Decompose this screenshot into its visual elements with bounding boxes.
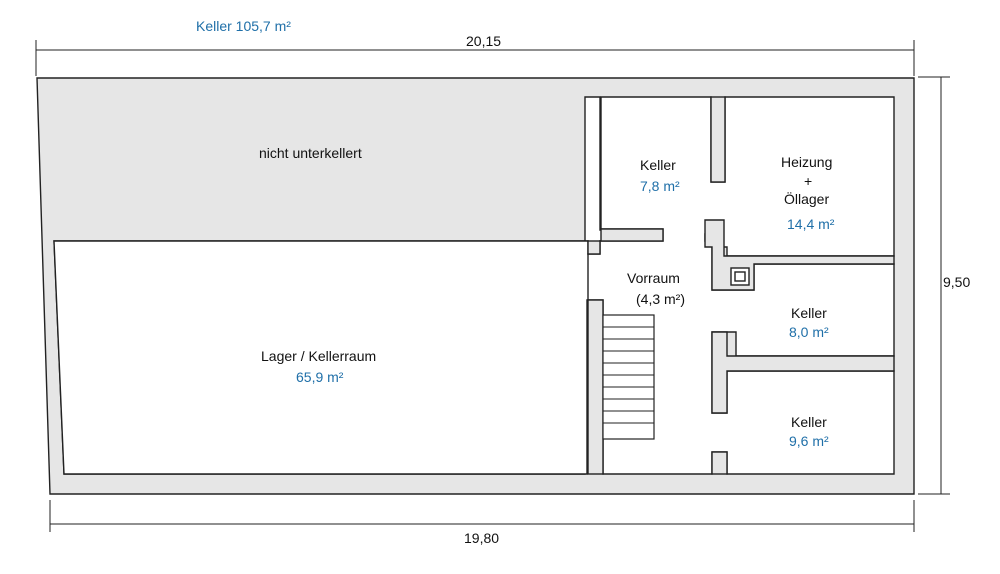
- plan-title: Keller 105,7 m²: [196, 18, 291, 34]
- cellar-mid-area: 8,0 m²: [789, 324, 829, 340]
- heating-area: 14,4 m²: [787, 216, 835, 232]
- storage-label: Lager / Kellerraum: [261, 348, 376, 364]
- heating-label-3: Öllager: [784, 190, 829, 207]
- heating-label-2: +: [804, 173, 812, 189]
- bottom-dimension-label: 19,80: [464, 530, 499, 546]
- top-dimension: 20,15: [35, 33, 915, 76]
- cellar-mid-label: Keller: [791, 305, 827, 321]
- cellar-low-label: Keller: [791, 414, 827, 430]
- hall-area: (4,3 m²): [636, 291, 685, 307]
- cellar-low-area: 9,6 m²: [789, 433, 829, 449]
- cellar-small-label: Keller: [640, 157, 676, 173]
- staircase: [602, 314, 655, 440]
- cellar-small-area: 7,8 m²: [640, 178, 680, 194]
- right-dimension: 9,50: [918, 76, 970, 495]
- interior-walls: [587, 96, 895, 475]
- storage-area: 65,9 m²: [296, 369, 344, 385]
- hall-label: Vorraum: [627, 270, 680, 286]
- bottom-dimension: 19,80: [49, 500, 915, 546]
- heating-label-1: Heizung: [781, 154, 832, 170]
- not-basement-label: nicht unterkellert: [259, 145, 362, 161]
- right-dimension-label: 9,50: [943, 274, 970, 290]
- top-dimension-label: 20,15: [466, 33, 501, 49]
